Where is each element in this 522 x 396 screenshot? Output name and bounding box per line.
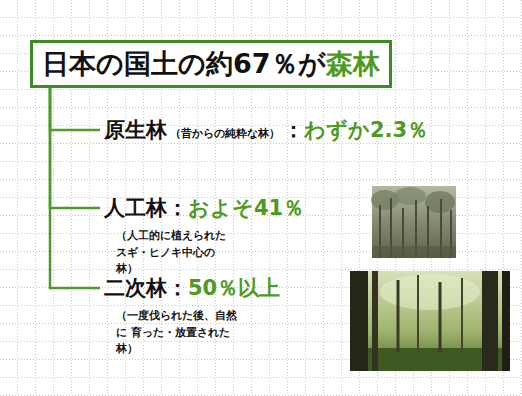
type-note: （人工的に植えられた スギ・ヒノキ中心の林） bbox=[116, 227, 234, 276]
type-head: 人工林： bbox=[104, 196, 188, 220]
title-box: 日本の国土の約67％が森林 bbox=[30, 40, 392, 88]
forest-type: 人工林：およそ41％ （人工的に植えられた スギ・ヒノキ中心の林） bbox=[104, 195, 304, 276]
type-colon: ： bbox=[283, 118, 304, 142]
type-value: わずか2.3％ bbox=[304, 118, 428, 142]
type-paren: （昔からの純粋な林） bbox=[170, 127, 280, 140]
planted-forest-photo bbox=[371, 186, 456, 258]
type-value: およそ41％ bbox=[188, 196, 304, 220]
type-head: 原生林 bbox=[104, 118, 167, 142]
forest-type: 二次林：50％以上 （一度伐られた後、自然に 育った・放置された林） bbox=[104, 275, 280, 356]
tree-connector bbox=[50, 88, 100, 130]
type-head: 二次林： bbox=[104, 276, 188, 300]
title-accent: 森林 bbox=[326, 48, 380, 79]
forest-type: 原生林（昔からの純粋な林）：わずか2.3％ bbox=[104, 117, 428, 144]
title-text: 日本の国土の約67％が bbox=[42, 48, 326, 79]
tree-connector bbox=[50, 88, 100, 288]
type-value: 50％以上 bbox=[188, 276, 280, 300]
tree-connector bbox=[50, 88, 100, 208]
secondary-forest-photo bbox=[350, 271, 510, 371]
type-note2: （一度伐られた後、自然に 育った・放置された林） bbox=[116, 307, 244, 356]
